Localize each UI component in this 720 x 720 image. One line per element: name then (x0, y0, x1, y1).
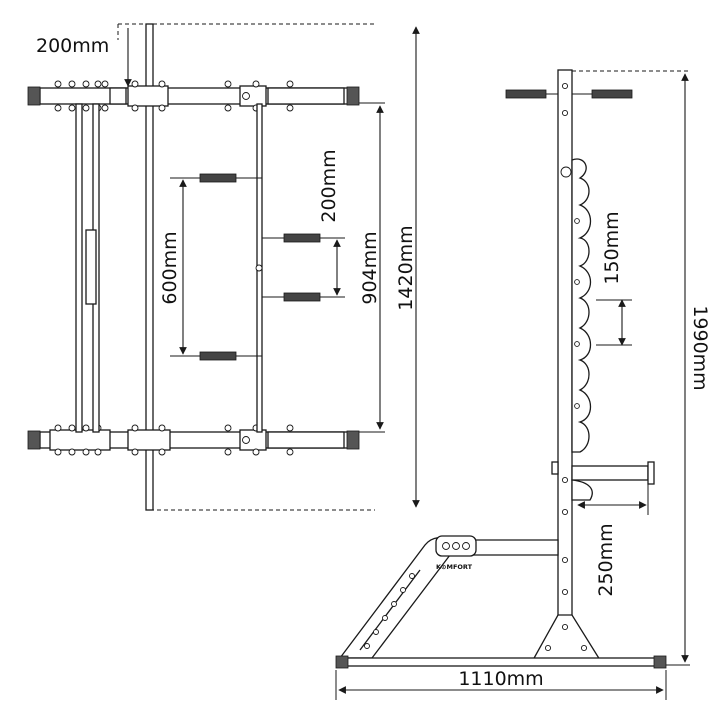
dim-label-safety-arm: 250mm (595, 523, 617, 596)
dim-label-hook-span: 600mm (159, 231, 181, 304)
end-cap-icon (27, 430, 41, 450)
hook-grip-4 (170, 351, 262, 361)
knurled-grip-icon (199, 173, 237, 183)
side-view: K⊙MFORT 150mm 1990mm 250mm 1110mm (335, 69, 711, 700)
end-cap-icon (335, 655, 349, 669)
hook-grip-3 (262, 292, 345, 302)
knurled-grip-icon (199, 351, 237, 361)
end-cap-icon (346, 430, 360, 450)
dim-label-jhook-pitch: 150mm (601, 211, 623, 284)
knurled-grip-icon (283, 233, 321, 243)
left-rail (75, 103, 83, 433)
end-cap-icon (27, 86, 41, 106)
safety-arm (551, 461, 655, 515)
hook-grip-2 (262, 233, 345, 243)
dim-label-total-height: 1990mm (689, 305, 711, 390)
dim-label-top-offset: 200mm (36, 35, 109, 57)
dim-label-top-depth: 1420mm (395, 225, 417, 310)
bolt-icon (255, 264, 263, 272)
base-gusset (531, 614, 602, 661)
hook-grip-1 (170, 173, 262, 183)
dim-label-base-length: 1110mm (458, 668, 543, 690)
end-cap-icon (346, 86, 360, 106)
j-hook-stack (571, 158, 592, 453)
brand-logo: K⊙MFORT (436, 563, 473, 571)
rail-plate (85, 229, 97, 305)
top-view: 200mm 600mm 200mm 904mm 1420mm (27, 23, 420, 511)
rear-frame: K⊙MFORT (338, 535, 559, 659)
end-cap-icon (653, 655, 667, 669)
pullup-bar (145, 23, 154, 511)
bottom-crossbeam (27, 424, 360, 456)
dim-label-hook-spacing: 200mm (318, 149, 340, 222)
knurled-grip-icon (505, 89, 547, 99)
knurled-grip-icon (283, 292, 321, 302)
base-rail (345, 657, 657, 667)
knurled-grip-icon (591, 89, 633, 99)
main-upright (557, 69, 573, 666)
top-crossbeam (27, 80, 360, 112)
dim-label-inner-width: 904mm (359, 231, 381, 304)
